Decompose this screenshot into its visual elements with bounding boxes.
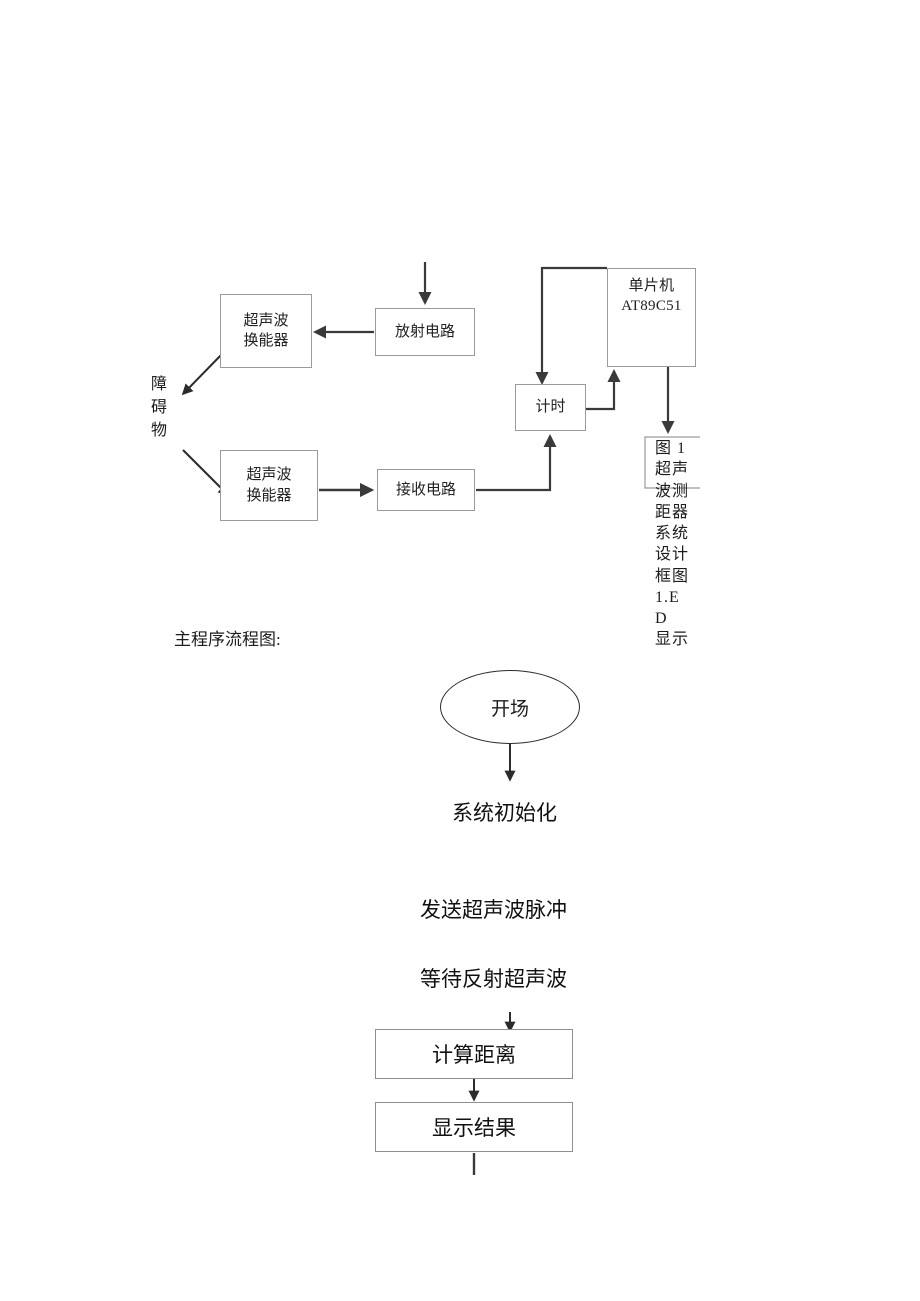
- flow-node-send-pulse-label: 发送超声波脉冲: [420, 898, 567, 922]
- node-transducer-tx-line2: 换能器: [243, 333, 289, 349]
- obstacle-label-char-3: 物: [151, 422, 169, 440]
- node-emit-circuit-label: 放射电路: [394, 323, 455, 340]
- node-transducer-rx-line1: 超声波: [246, 467, 292, 484]
- node-transducer-rx-line2: 换能器: [246, 487, 292, 504]
- node-transducer-rx[interactable]: 超声波 换能器: [220, 450, 318, 521]
- arrow-transducer-tx-to-obstacle: [181, 351, 225, 396]
- node-emit-circuit[interactable]: 放射电路: [375, 308, 475, 356]
- node-mcu-line2: AT89C51: [621, 298, 682, 315]
- flow-node-show-result[interactable]: 显示结果: [375, 1102, 573, 1152]
- flow-node-init[interactable]: 系统初始化: [452, 800, 557, 826]
- node-transducer-tx[interactable]: 超声波 换能器: [220, 294, 312, 368]
- node-timer-label: 计时: [535, 399, 566, 416]
- flow-node-calc-distance-label: 计算距离: [432, 1043, 516, 1067]
- node-receive-circuit-label: 接收电路: [395, 481, 456, 498]
- obstacle-label-char-2: 碍: [151, 399, 169, 417]
- caption-line-7: 框图: [655, 567, 690, 585]
- caption-line-4: 距器: [655, 503, 690, 521]
- caption-line-5: 系统: [655, 525, 690, 543]
- caption-line-10: 显示: [655, 631, 690, 649]
- flow-node-calc-distance[interactable]: 计算距离: [375, 1029, 573, 1079]
- arrow-timer-to-mcu: [586, 369, 621, 411]
- node-transducer-tx-line1: 超声波: [243, 312, 289, 329]
- caption-line-6: 设计: [655, 546, 690, 564]
- obstacle-label: 障 碍 物: [151, 373, 168, 443]
- obstacle-label-char-1: 障: [151, 376, 169, 393]
- flow-node-send-pulse[interactable]: 发送超声波脉冲: [420, 897, 567, 923]
- node-timer[interactable]: 计时: [515, 384, 586, 431]
- flow-node-show-result-label: 显示结果: [432, 1116, 516, 1140]
- flow-node-wait-echo[interactable]: 等待反射超声波: [420, 966, 567, 992]
- node-mcu-line1: 单片机: [628, 278, 675, 294]
- node-receive-circuit[interactable]: 接收电路: [377, 469, 475, 511]
- flowchart-section-label: 主程序流程图:: [174, 630, 281, 649]
- block-diagram-caption: 图 1 超声 波测 距器 系统 设计 框图 1.E D 显示: [655, 438, 689, 651]
- flow-node-start-label: 开场: [490, 698, 529, 720]
- flow-node-init-label: 系统初始化: [452, 801, 557, 825]
- arrow-mcu-to-timer: [535, 266, 607, 385]
- arrow-receive-circuit-to-timer: [476, 434, 557, 492]
- flow-node-wait-echo-label: 等待反射超声波: [420, 967, 567, 991]
- caption-line-8: 1.E: [655, 588, 680, 606]
- caption-line-1: 图 1: [655, 440, 687, 457]
- caption-line-9: D: [655, 610, 668, 628]
- flow-node-start[interactable]: 开场: [440, 670, 580, 744]
- caption-line-2: 超声: [655, 461, 690, 479]
- caption-line-3: 波测: [655, 482, 690, 500]
- node-mcu[interactable]: 单片机 AT89C51: [607, 268, 696, 367]
